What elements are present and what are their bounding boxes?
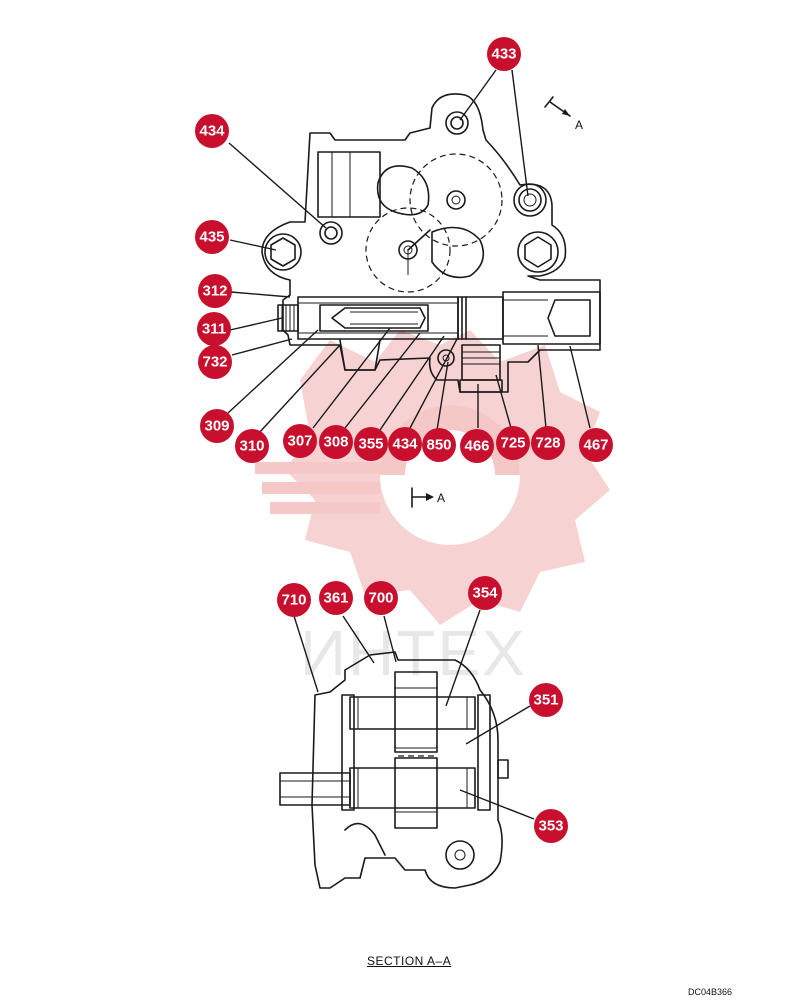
callout-353: 353 xyxy=(534,809,568,843)
callout-728: 728 xyxy=(531,426,565,460)
top-view-body xyxy=(261,93,601,393)
callout-307: 307 xyxy=(283,424,317,458)
callout-310: 310 xyxy=(235,429,269,463)
svg-text:434: 434 xyxy=(199,123,225,140)
svg-text:307: 307 xyxy=(287,433,312,450)
callout-309: 309 xyxy=(200,409,234,443)
svg-text:355: 355 xyxy=(358,436,383,453)
svg-text:308: 308 xyxy=(323,434,348,451)
callout-435: 435 xyxy=(195,220,229,254)
callout-710: 710 xyxy=(277,583,311,617)
svg-text:433: 433 xyxy=(491,46,516,63)
svg-text:700: 700 xyxy=(368,590,393,607)
svg-text:353: 353 xyxy=(538,818,563,835)
svg-text:309: 309 xyxy=(204,418,229,435)
svg-text:354: 354 xyxy=(472,585,498,602)
document-code: DC04B366 xyxy=(688,987,733,997)
svg-text:467: 467 xyxy=(583,437,608,454)
callout-434-bottom: 434 xyxy=(388,427,422,461)
callouts-top: 433 434 435 312 311 732 309 310 307 308 … xyxy=(195,37,613,463)
callout-351: 351 xyxy=(529,683,563,717)
watermark-text: ИНТЕХ xyxy=(300,617,527,689)
svg-text:434: 434 xyxy=(392,436,418,453)
svg-text:361: 361 xyxy=(323,590,348,607)
callout-466: 466 xyxy=(460,429,494,463)
svg-text:732: 732 xyxy=(202,354,227,371)
leader-lines xyxy=(227,69,591,820)
section-mark-top: A xyxy=(544,96,583,132)
svg-text:310: 310 xyxy=(239,438,264,455)
section-view-body xyxy=(279,651,509,889)
callout-434-top: 434 xyxy=(195,114,229,148)
callout-433: 433 xyxy=(487,37,521,71)
callout-850: 850 xyxy=(422,428,456,462)
svg-text:A: A xyxy=(437,491,445,505)
callout-732: 732 xyxy=(198,345,232,379)
svg-text:850: 850 xyxy=(426,437,451,454)
svg-text:466: 466 xyxy=(464,438,489,455)
svg-text:311: 311 xyxy=(202,321,226,338)
svg-text:435: 435 xyxy=(199,229,224,246)
svg-text:710: 710 xyxy=(281,592,306,609)
svg-text:A: A xyxy=(575,118,583,132)
callout-308: 308 xyxy=(319,425,353,459)
callout-355: 355 xyxy=(354,427,388,461)
callouts-section: 710 361 700 354 351 353 xyxy=(277,576,568,843)
callout-725: 725 xyxy=(496,426,530,460)
callout-354: 354 xyxy=(468,576,502,610)
callout-700: 700 xyxy=(364,581,398,615)
callout-312: 312 xyxy=(198,274,232,308)
svg-text:351: 351 xyxy=(533,692,558,709)
callout-467: 467 xyxy=(579,428,613,462)
svg-text:725: 725 xyxy=(500,435,525,452)
section-mark-middle: A xyxy=(411,487,445,508)
svg-text:728: 728 xyxy=(535,435,560,452)
callout-311: 311 xyxy=(197,312,231,346)
section-title: SECTION A–A xyxy=(367,954,452,968)
callout-361: 361 xyxy=(319,581,353,615)
svg-text:312: 312 xyxy=(202,283,227,300)
